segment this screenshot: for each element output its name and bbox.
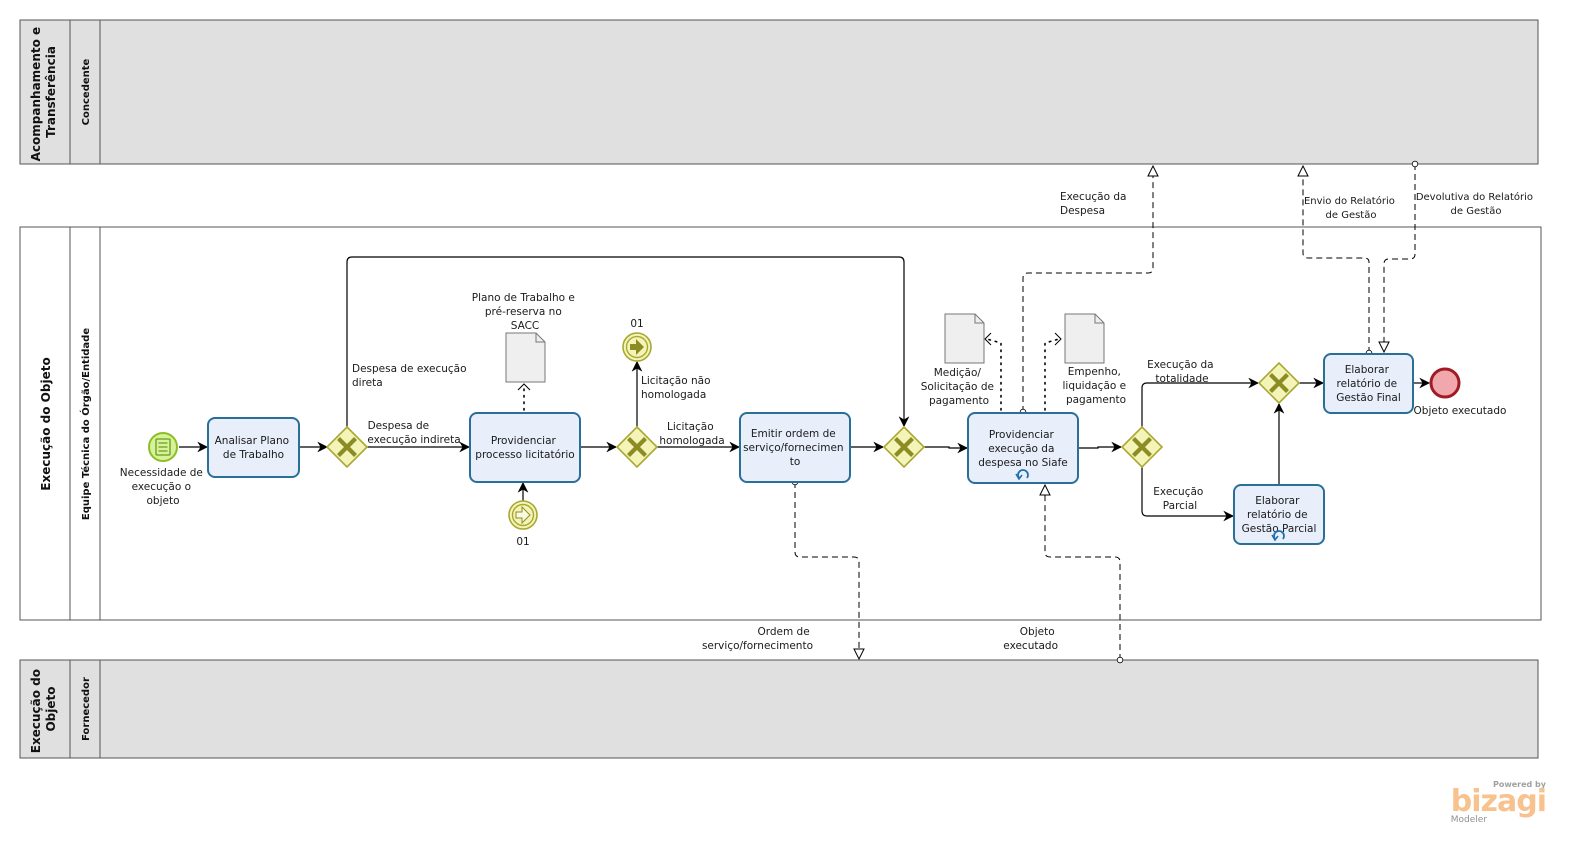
brand-name: bizagi bbox=[1450, 784, 1547, 819]
flow-label-indireta: Despesa de execução indireta bbox=[367, 420, 460, 446]
pool-label: Transferência bbox=[44, 46, 58, 138]
message-flow-envio-relatorio[interactable] bbox=[1303, 166, 1369, 353]
gateway-execucao[interactable] bbox=[1120, 425, 1164, 469]
arrow-right-icon bbox=[515, 505, 531, 525]
x-icon bbox=[337, 437, 357, 457]
pool-acompanhamento: Acompanhamento e Transferência Concedent… bbox=[19, 19, 1539, 165]
document-label: Plano de Trabalho e pré-reserva no SACC bbox=[472, 292, 578, 332]
svg-text:Acompanhamento e Transfe: Acompanhamento e Transferência bbox=[29, 23, 58, 162]
x-icon bbox=[627, 437, 647, 457]
document-label: Empenho, liquidação e pagamento bbox=[1063, 366, 1130, 406]
flow-direta[interactable] bbox=[346, 256, 910, 428]
x-icon bbox=[1132, 437, 1152, 457]
x-icon bbox=[894, 437, 914, 457]
pool-label: Execução do Objeto bbox=[39, 357, 53, 490]
gateway-merge-relatorio[interactable] bbox=[1257, 361, 1301, 405]
flow-label-homologada: Licitação homologada bbox=[659, 421, 724, 447]
task-analisar-plano[interactable]: Analisar Plano de Trabalho bbox=[207, 417, 300, 478]
task-providenciar-siafe[interactable]: Providenciar execução da despesa no Siaf… bbox=[967, 412, 1079, 484]
link-throw-label: 01 bbox=[630, 318, 643, 330]
svg-text:Elaborar relatório de: Elaborar relatório de Gestão Parcial bbox=[1242, 495, 1317, 535]
message-label-objeto-executado: Objeto executado bbox=[1003, 626, 1058, 652]
flow-label-parcial: Execução Parcial bbox=[1153, 486, 1206, 512]
pool-fornecedor: Execução do Objeto Fornecedor bbox=[19, 659, 1539, 759]
flow[interactable] bbox=[924, 442, 969, 454]
link-catch-label: 01 bbox=[516, 536, 529, 548]
x-icon bbox=[1269, 373, 1289, 393]
gateway-licitacao[interactable] bbox=[615, 425, 659, 469]
lane-label-equipe-tecnica: Equipe Técnica do Órgão/Entidade bbox=[79, 328, 92, 520]
loop-icon bbox=[1017, 469, 1029, 479]
gateway-tipo-despesa[interactable] bbox=[325, 425, 369, 469]
flow[interactable] bbox=[1078, 441, 1123, 453]
bizagi-logo: Powered by bizagi Modeler bbox=[1450, 780, 1547, 825]
svg-text:Providenciar execução da: Providenciar execução da despesa no Siaf… bbox=[978, 429, 1068, 469]
powered-by-text: Powered by bbox=[1493, 780, 1546, 789]
document-medicao[interactable] bbox=[944, 313, 985, 364]
message-flow-execucao-despesa[interactable] bbox=[1023, 166, 1153, 412]
svg-text:Execução do Objeto: Execução do Objeto bbox=[29, 665, 58, 753]
end-event[interactable] bbox=[1429, 367, 1461, 399]
svg-text:Elaborar relatório de: Elaborar relatório de Gestão Final bbox=[1336, 364, 1401, 404]
lane-label-concedente: Concedente bbox=[81, 58, 92, 125]
message-icon bbox=[155, 438, 171, 456]
arrow-right-icon bbox=[630, 339, 644, 355]
lane-label-fornecedor: Fornecedor bbox=[81, 677, 92, 741]
message-label-ordem-servico: Ordem de serviço/fornecimento bbox=[702, 626, 813, 652]
flow-label-direta: Despesa de execução direta bbox=[352, 363, 470, 389]
svg-text:Emitir ordem de serviço/: Emitir ordem de serviço/fornecimen to bbox=[743, 428, 847, 468]
association bbox=[986, 338, 1002, 411]
association bbox=[1044, 338, 1060, 411]
svg-text:Analisar Plano de Trabal: Analisar Plano de Trabalho bbox=[215, 435, 293, 461]
document-label: Medição/ Solicitação de pagamento bbox=[921, 367, 998, 407]
document-plano-trabalho[interactable] bbox=[505, 332, 546, 383]
loop-icon bbox=[1273, 530, 1285, 540]
svg-text:Providenciar processo li: Providenciar processo licitatório bbox=[475, 435, 574, 461]
pool-label: Execução do bbox=[29, 669, 43, 753]
flow-label-nao-homologada: Licitação não homologada bbox=[641, 375, 714, 401]
message-label-devolutiva: Devolutiva do Relatório de Gestão bbox=[1416, 191, 1536, 217]
message-flow-devolutiva[interactable] bbox=[1384, 164, 1415, 352]
pool-label: Objeto bbox=[44, 686, 58, 731]
associations bbox=[517, 332, 1062, 411]
start-event-label: Necessidade de execução o objeto bbox=[120, 467, 206, 507]
start-event[interactable] bbox=[148, 432, 178, 462]
product-name: Modeler bbox=[1450, 815, 1488, 825]
end-event-label: Objeto executado bbox=[1414, 405, 1507, 417]
flow-parcial[interactable] bbox=[1141, 467, 1235, 522]
flow-label-totalidade: Execução da totalidade bbox=[1147, 359, 1217, 385]
task-emitir-ordem[interactable]: Emitir ordem de serviço/fornecimen to bbox=[739, 412, 851, 483]
sequence-flows bbox=[179, 256, 1431, 522]
task-relatorio-parcial[interactable]: Elaborar relatório de Gestão Parcial bbox=[1233, 484, 1325, 545]
gateway-merge[interactable] bbox=[882, 425, 926, 469]
task-providenciar-licitatorio[interactable]: Providenciar processo licitatório bbox=[469, 412, 581, 483]
message-flow-ordem-servico[interactable] bbox=[795, 482, 859, 659]
message-flows bbox=[795, 164, 1415, 660]
link-catch-event[interactable] bbox=[508, 500, 538, 530]
pool-label: Acompanhamento e bbox=[29, 27, 43, 162]
message-label-envio-relatorio: Envio do Relatório de Gestão bbox=[1304, 195, 1398, 221]
message-label-execucao-despesa: Execução da Despesa bbox=[1060, 191, 1130, 217]
link-throw-event[interactable] bbox=[622, 332, 652, 362]
task-relatorio-final[interactable]: Elaborar relatório de Gestão Final bbox=[1323, 353, 1414, 414]
document-empenho[interactable] bbox=[1064, 313, 1105, 364]
